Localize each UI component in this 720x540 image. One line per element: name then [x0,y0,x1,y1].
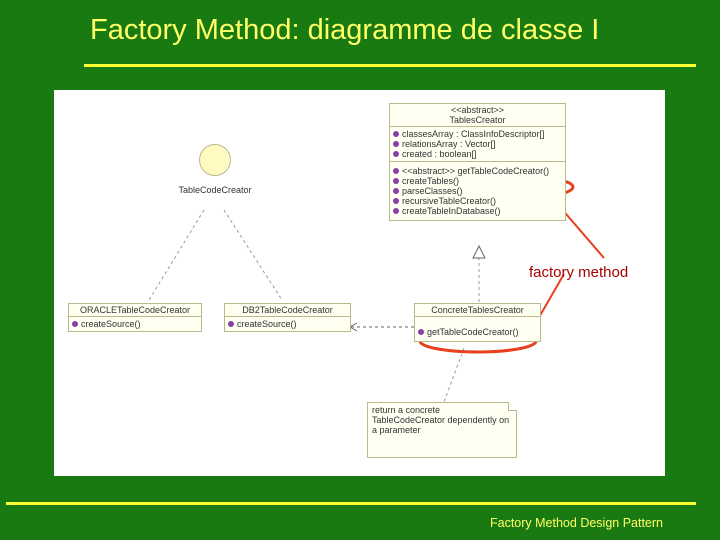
class-name: ORACLETableCodeCreator [69,304,201,317]
attribute: classesArray : ClassInfoDescriptor[] [402,129,545,139]
class-db2tablecodecreator: DB2TableCodeCreator createSource() [224,303,351,332]
note-fold [508,402,517,411]
slide-title: Factory Method: diagramme de classe I [90,14,600,46]
actor-db2-link [223,209,283,301]
footer-rule [6,502,696,505]
method-icon [393,198,399,204]
method-icon [393,188,399,194]
actor-label: TableCodeCreator [178,185,252,195]
slide-footer: Factory Method Design Pattern [490,516,663,530]
abstract-class-tablescreator: <<abstract>> TablesCreator classesArray … [389,103,566,221]
connector-layer [148,174,605,403]
actor-oracle-link [148,209,205,301]
method-icon [228,321,234,327]
method-icon [393,168,399,174]
method-icon [72,321,78,327]
class-methods: createSource() [225,317,350,331]
attribute-icon [393,141,399,147]
attribute-icon [393,151,399,157]
note-text: return a concrete TableCodeCreator depen… [372,405,510,435]
class-methods: createSource() [69,317,201,331]
method: createSource() [237,319,297,329]
method: parseClasses() [402,186,463,196]
class-methods: getTableCodeCreator() [415,317,540,341]
inheritance-triangle [472,244,486,259]
title-underline [84,64,696,67]
attribute: created : boolean[] [402,149,477,159]
method: recursiveTableCreator() [402,196,497,206]
uml-diagram: <<abstract>> TablesCreator classesArray … [54,90,665,476]
factory-method-annotation: factory method [529,264,629,281]
abstract-methods: <<abstract>> getTableCodeCreator() creat… [390,162,565,220]
attribute-icon [393,131,399,137]
class-oracletablecodecreator: ORACLETableCodeCreator createSource() [68,303,202,332]
class-concretetablescreator: ConcreteTablesCreator getTableCodeCreato… [414,303,541,342]
method: createTableInDatabase() [402,206,501,216]
method: getTableCodeCreator() [427,327,519,337]
abstract-class-name: TablesCreator [449,115,506,125]
method-icon [393,178,399,184]
note-link [443,347,465,403]
method-icon [393,208,399,214]
abstract-attributes: classesArray : ClassInfoDescriptor[] rel… [390,127,565,162]
method: createSource() [81,319,141,329]
method-icon [418,329,424,335]
abstract-stereotype: <<abstract>> [450,105,505,115]
class-name: ConcreteTablesCreator [415,304,540,317]
actor-icon [199,144,231,176]
method: createTables() [402,176,460,186]
uml-note: return a concrete TableCodeCreator depen… [367,402,517,458]
class-name: DB2TableCodeCreator [225,304,350,317]
method: <<abstract>> getTableCodeCreator() [402,166,550,176]
attribute: relationsArray : Vector[] [402,139,496,149]
